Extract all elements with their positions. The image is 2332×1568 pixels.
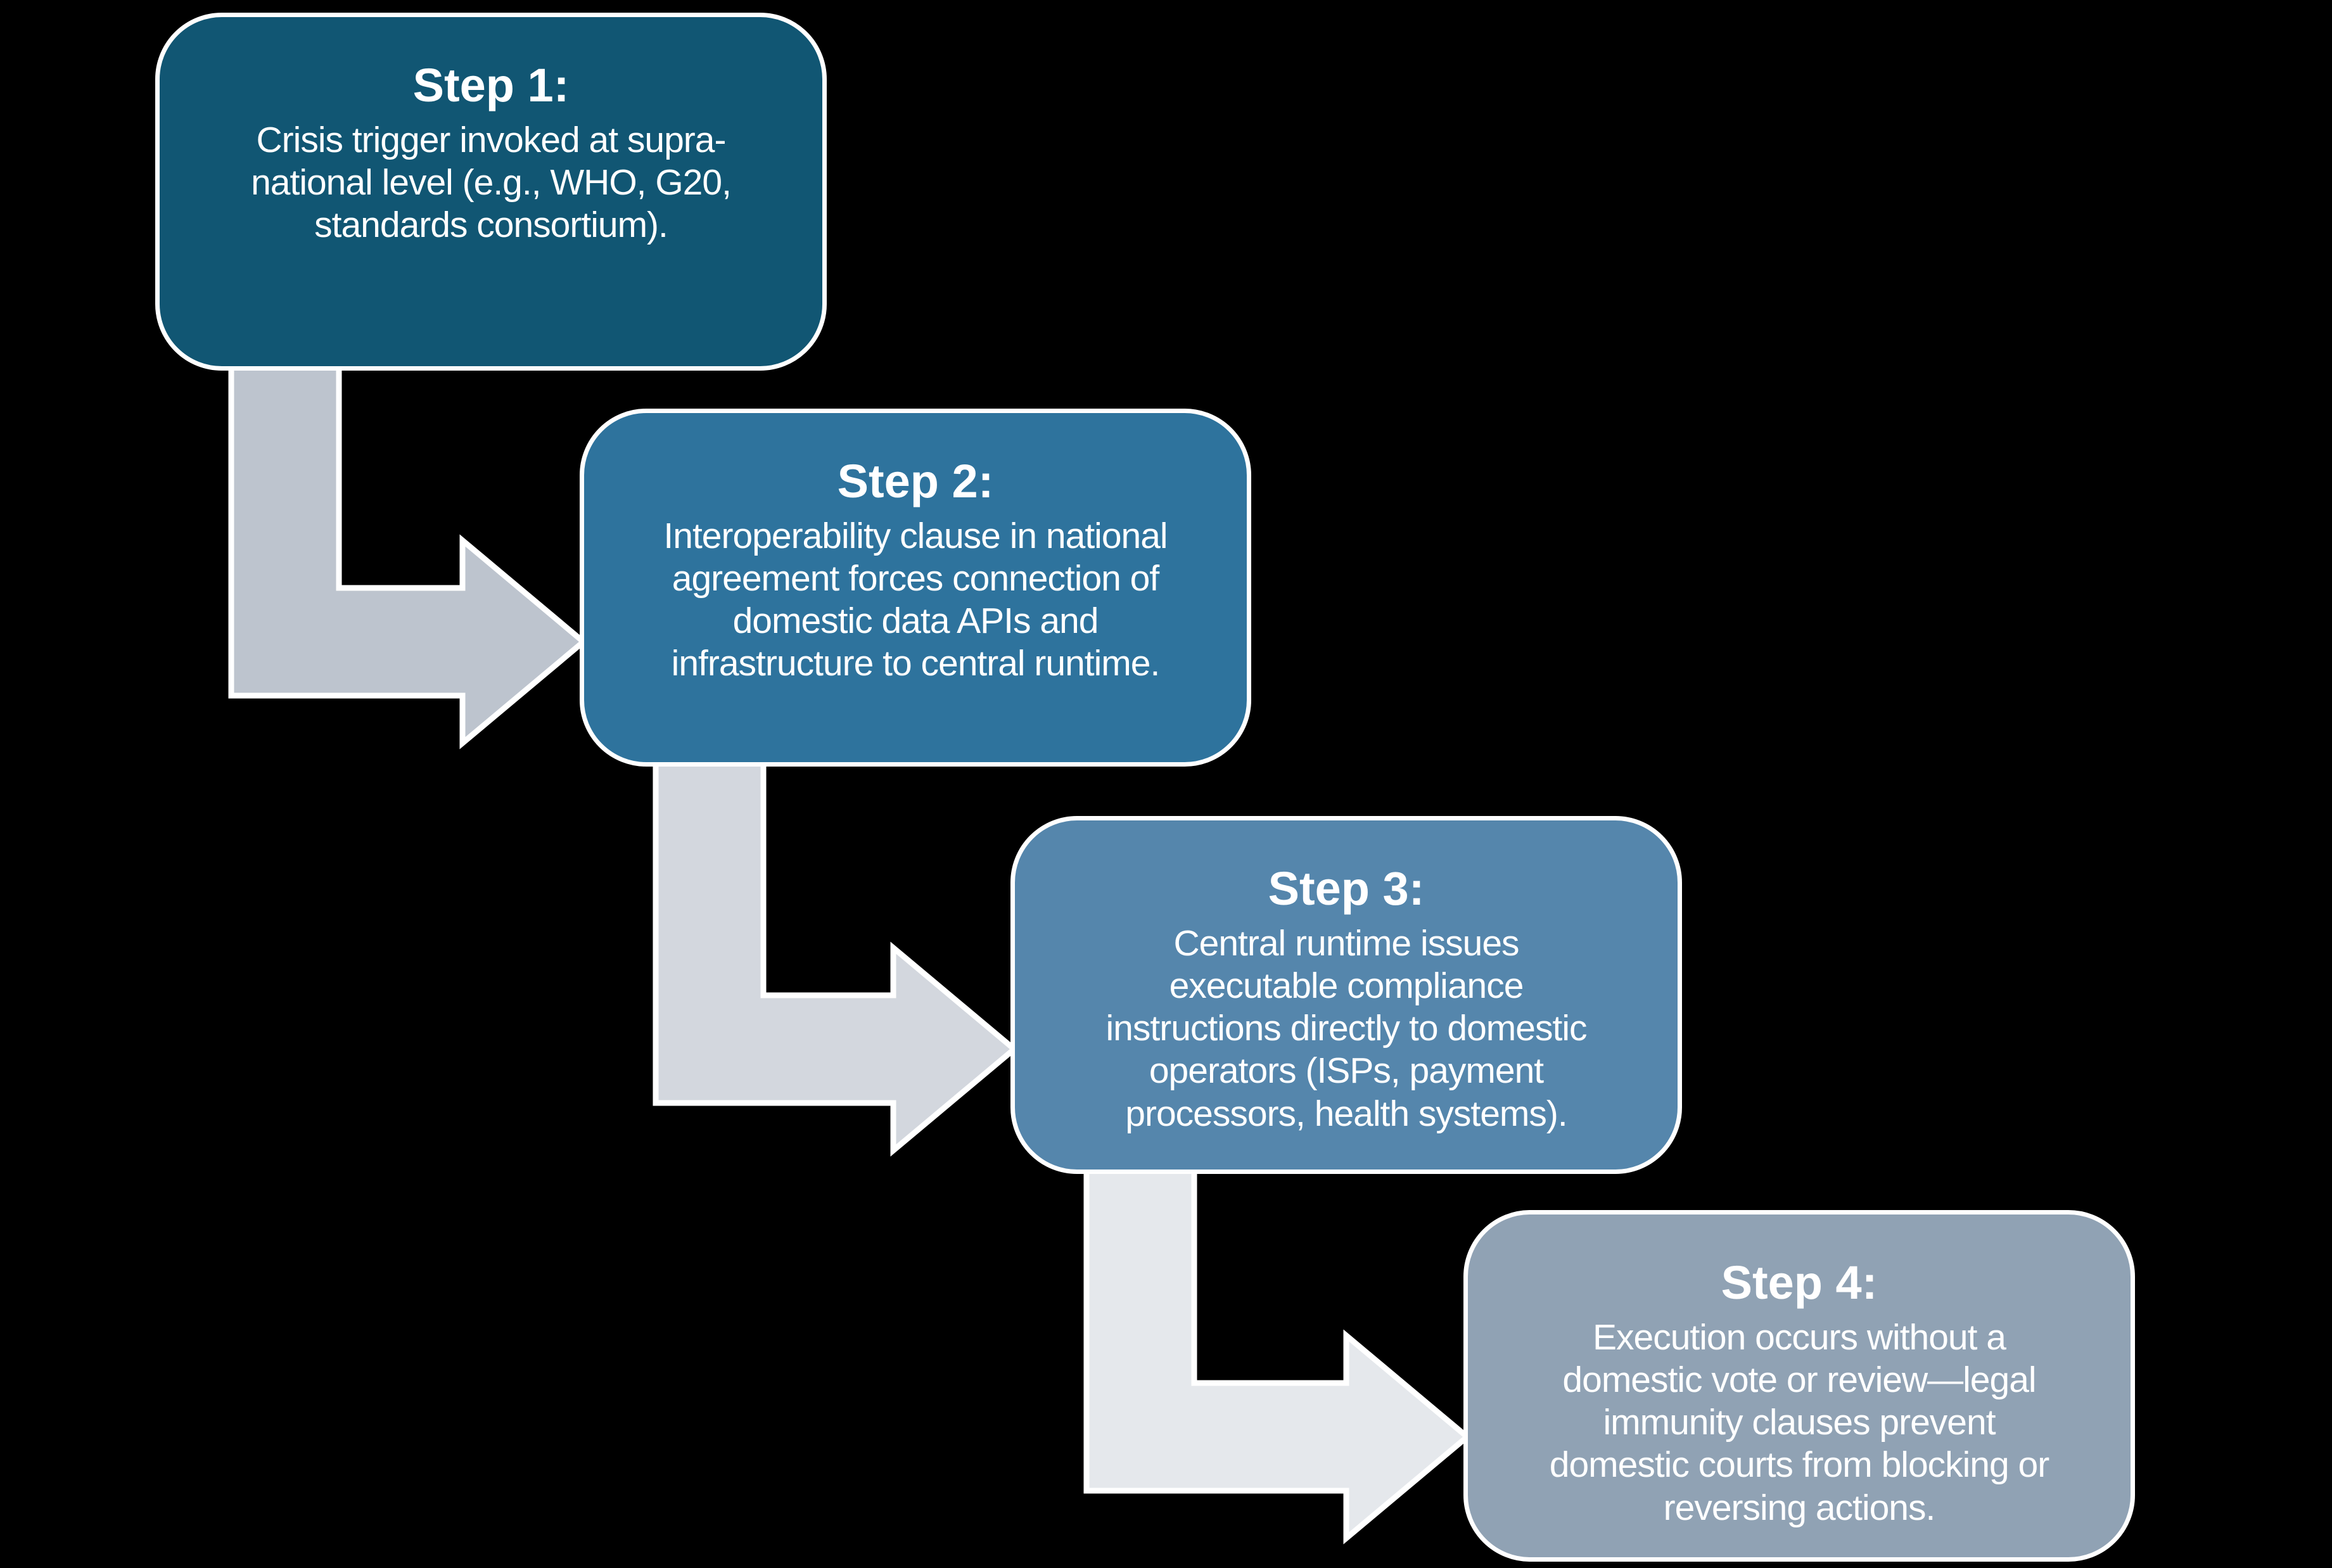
step-box-3: Step 3: Central runtime issues executabl… <box>1010 816 1682 1174</box>
elbow-arrow-icon-1 <box>228 333 589 749</box>
elbow-arrow-icon-2 <box>653 729 1019 1157</box>
step-1-description: Crisis trigger invoked at supra- nationa… <box>251 119 732 246</box>
step-box-2: Step 2: Interoperability clause in natio… <box>580 409 1251 767</box>
step-box-1: Step 1: Crisis trigger invoked at supra-… <box>155 13 827 371</box>
step-box-4: Step 4: Execution occurs without a domes… <box>1463 1210 2135 1562</box>
step-3-description: Central runtime issues executable compli… <box>1105 922 1588 1134</box>
step-2-title: Step 2: <box>837 455 994 507</box>
step-1-title: Step 1: <box>412 59 570 112</box>
elbow-arrow-icon-3 <box>1083 1137 1472 1545</box>
step-2-description: Interoperability clause in national agre… <box>663 515 1168 684</box>
step-3-title: Step 3: <box>1268 862 1425 915</box>
step-4-title: Step 4: <box>1721 1256 1878 1309</box>
step-4-description: Execution occurs without a domestic vote… <box>1549 1316 2049 1528</box>
